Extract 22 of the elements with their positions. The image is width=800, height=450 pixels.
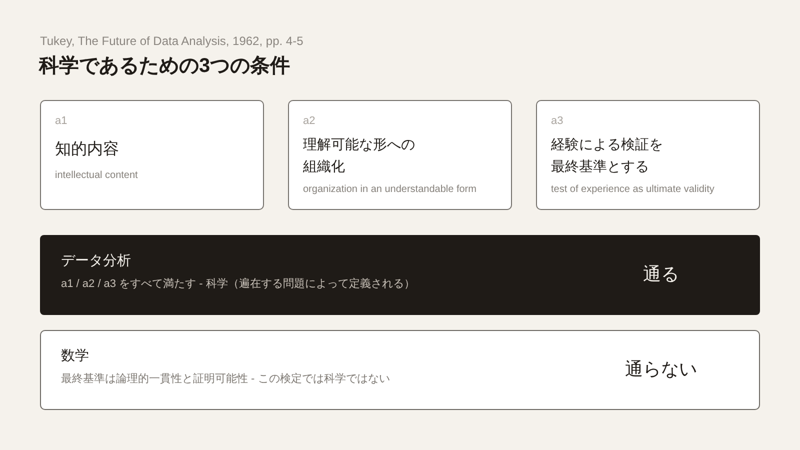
card-title: 理解可能な形への組織化 [303,135,416,176]
card-caption: test of experience as ultimate validity [551,183,714,197]
code-label: a1 [55,114,68,128]
result-band [40,330,760,410]
source-note: Tukey, The Future of Data Analysis, 1962, pp. 4-5 [40,33,304,49]
band-title: データ分析 [61,251,131,270]
band-description: 最終基準は論理的一貫性と証明可能性 - この検定では科学ではない [61,372,390,387]
code-label: a3 [551,114,564,128]
criterion-card [288,100,512,210]
page-title: 科学であるための3つの条件 [39,54,290,79]
band-title: 数学 [61,346,89,365]
card-caption: organization in an understandable form [303,183,476,197]
criterion-card [536,100,760,210]
card-caption: intellectual content [55,169,138,183]
criterion-card [40,100,264,210]
verdict-label: 通らない [625,358,697,381]
verdict-label: 通る [643,263,679,286]
band-description: a1 / a2 / a3 をすべて満たす - 科学（遍在する問題によって定義される） [61,276,415,292]
card-title: 知的内容 [55,140,119,160]
result-band [40,235,760,315]
card-title: 経験による検証を最終基準とする [551,135,664,176]
code-label: a2 [303,114,316,128]
